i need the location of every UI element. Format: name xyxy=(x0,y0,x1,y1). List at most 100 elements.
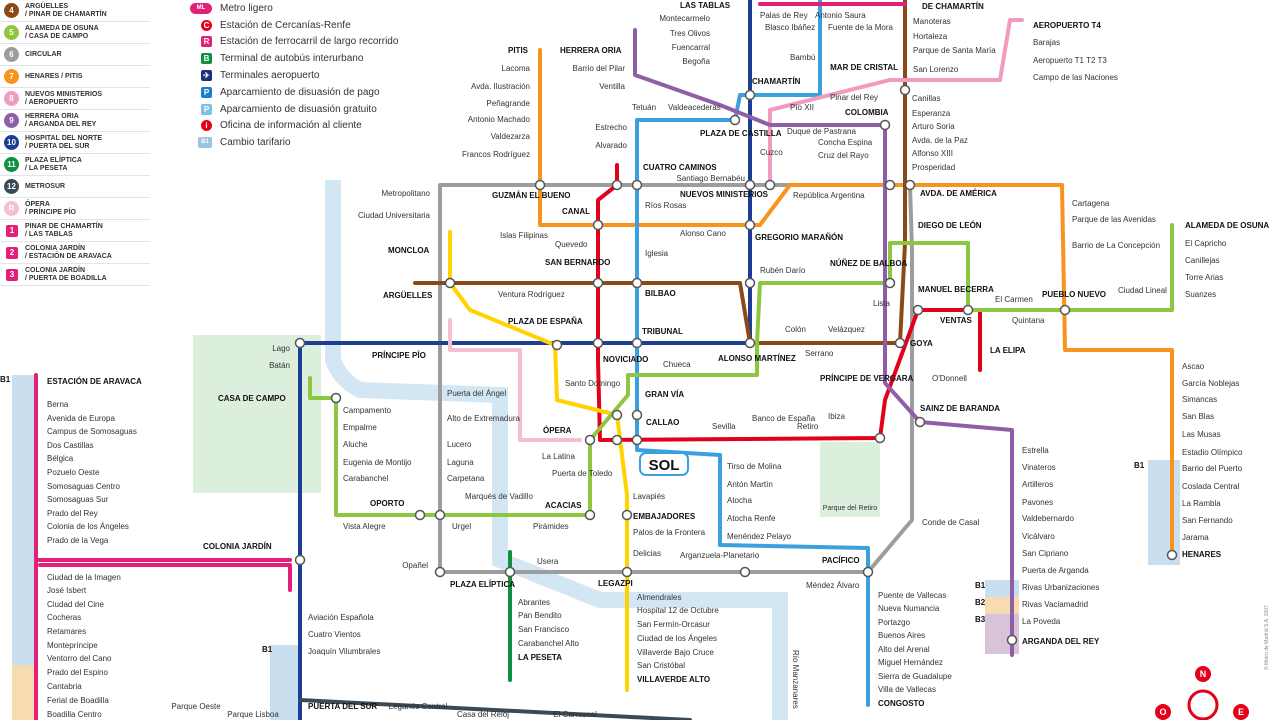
station-label[interactable]: Almendrales xyxy=(637,593,681,602)
station-label[interactable]: DIEGO DE LEÓN xyxy=(918,221,982,230)
station-label[interactable]: Empalme xyxy=(343,423,377,432)
station-label[interactable]: CUATRO CAMINOS xyxy=(643,163,717,172)
station-label[interactable]: Quintana xyxy=(1012,316,1045,325)
station-label[interactable]: Casa del Reloj xyxy=(457,710,509,719)
station-label[interactable]: Tirso de Molina xyxy=(727,462,782,471)
station-marker[interactable] xyxy=(729,114,741,126)
station-label[interactable]: San Cipriano xyxy=(1022,549,1069,558)
station-label[interactable]: ARGÜELLES xyxy=(383,291,433,300)
station-label[interactable]: Chueca xyxy=(663,360,691,369)
station-label[interactable]: Portazgo xyxy=(878,618,911,627)
station-marker[interactable] xyxy=(884,179,896,191)
station-label[interactable]: Iglesia xyxy=(645,249,669,258)
station-marker[interactable] xyxy=(534,179,546,191)
station-label[interactable]: Miguel Hernández xyxy=(878,658,943,667)
station-marker[interactable] xyxy=(874,432,886,444)
station-label[interactable]: San Cristóbal xyxy=(637,661,685,670)
station-label[interactable]: Simancas xyxy=(1182,395,1217,404)
station-label[interactable]: Retiro xyxy=(797,422,819,431)
station-label[interactable]: Fuente de la Mora xyxy=(828,23,893,32)
station-marker[interactable] xyxy=(434,509,446,521)
station-label[interactable]: Begoña xyxy=(682,57,710,66)
station-label[interactable]: Las Musas xyxy=(1182,430,1221,439)
station-label[interactable]: Usera xyxy=(537,557,559,566)
station-marker[interactable] xyxy=(899,84,911,96)
station-label[interactable]: GREGORIO MARAÑÓN xyxy=(755,233,843,242)
station-label[interactable]: Montepríncipe xyxy=(47,641,98,650)
station-label[interactable]: Tres Olivos xyxy=(670,29,710,38)
station-marker[interactable] xyxy=(764,179,776,191)
station-label[interactable]: Conde de Casal xyxy=(922,518,980,527)
station-label[interactable]: Valdezarza xyxy=(491,132,531,141)
station-label[interactable]: Jarama xyxy=(1182,533,1209,542)
station-label[interactable]: Somosaguas Centro xyxy=(47,482,120,491)
station-label[interactable]: Vicálvaro xyxy=(1022,532,1055,541)
station-label[interactable]: Buenos Aires xyxy=(878,631,925,640)
station-label[interactable]: Ferial de Boadilla xyxy=(47,696,109,705)
station-marker[interactable] xyxy=(444,277,456,289)
station-marker[interactable] xyxy=(621,566,633,578)
station-label[interactable]: Fuencarral xyxy=(672,43,710,52)
station-marker[interactable] xyxy=(584,434,596,446)
station-marker[interactable] xyxy=(914,416,926,428)
station-label[interactable]: Quevedo xyxy=(555,240,588,249)
station-marker[interactable] xyxy=(621,509,633,521)
station-label[interactable]: Menéndez Pelayo xyxy=(727,532,792,541)
station-label[interactable]: Palas de Rey xyxy=(760,11,808,20)
station-label[interactable]: Pavones xyxy=(1022,498,1053,507)
station-label[interactable]: Alto de Extremadura xyxy=(447,414,520,423)
station-label[interactable]: Parque Oeste xyxy=(171,702,221,711)
station-label[interactable]: Berna xyxy=(47,400,69,409)
station-marker[interactable] xyxy=(330,392,342,404)
station-label[interactable]: Coslada Central xyxy=(1182,482,1240,491)
station-label[interactable]: HENARES xyxy=(1182,550,1222,559)
station-label[interactable]: Atocha Renfe xyxy=(727,514,776,523)
station-label[interactable]: Estadio Olímpico xyxy=(1182,448,1243,457)
station-label[interactable]: Rivas Vaciamadrid xyxy=(1022,600,1088,609)
station-label[interactable]: Alfonso XIII xyxy=(912,149,953,158)
station-label[interactable]: Cuatro Vientos xyxy=(308,630,361,639)
station-label[interactable]: CALLAO xyxy=(646,418,679,427)
station-label[interactable]: Francos Rodríguez xyxy=(462,150,530,159)
station-label[interactable]: Parque de Santa María xyxy=(913,46,996,55)
station-label[interactable]: Marqués de Vadillo xyxy=(465,492,533,501)
station-label[interactable]: Blasco Ibáñez xyxy=(765,23,815,32)
station-label[interactable]: José Isbert xyxy=(47,586,87,595)
station-label[interactable]: DE CHAMARTÍN xyxy=(922,2,984,11)
station-label[interactable]: Puerta de Arganda xyxy=(1022,566,1089,575)
station-label[interactable]: Vinateros xyxy=(1022,463,1056,472)
station-label[interactable]: PLAZA DE ESPAÑA xyxy=(508,317,583,326)
station-label[interactable]: Alonso Cano xyxy=(680,229,726,238)
station-label[interactable]: PLAZA ELÍPTICA xyxy=(450,580,515,589)
station-label[interactable]: ARGANDA DEL REY xyxy=(1022,637,1100,646)
station-label[interactable]: Cocheras xyxy=(47,613,81,622)
station-label[interactable]: Ciudad de los Ángeles xyxy=(637,634,717,643)
station-marker[interactable] xyxy=(744,89,756,101)
station-label[interactable]: Palos de la Frontera xyxy=(633,528,706,537)
station-label[interactable]: Sierra de Guadalupe xyxy=(878,672,952,681)
station-label[interactable]: GRAN VÍA xyxy=(645,390,684,399)
station-label[interactable]: MONCLOA xyxy=(388,246,430,255)
station-label[interactable]: San Fermín-Orcasur xyxy=(637,620,710,629)
station-label[interactable]: Vista Alegre xyxy=(343,522,386,531)
station-label[interactable]: NUEVOS MINISTERIOS xyxy=(680,190,769,199)
station-marker[interactable] xyxy=(744,337,756,349)
station-marker[interactable] xyxy=(584,509,596,521)
station-marker[interactable] xyxy=(504,566,516,578)
station-label[interactable]: Hortaleza xyxy=(913,32,948,41)
station-label[interactable]: Arturo Soria xyxy=(912,122,955,131)
station-label[interactable]: ESTACIÓN DE ARAVACA xyxy=(47,377,142,386)
station-label[interactable]: Nueva Numancia xyxy=(878,604,940,613)
station-label[interactable]: Alto del Arenal xyxy=(878,645,930,654)
station-label[interactable]: San Francisco xyxy=(518,625,570,634)
station-label[interactable]: ALAMEDA DE OSUNA xyxy=(1185,221,1269,230)
station-label[interactable]: Puerta de Toledo xyxy=(552,469,613,478)
station-label[interactable]: San Blas xyxy=(1182,412,1214,421)
station-label[interactable]: SAINZ DE BARANDA xyxy=(920,404,1000,413)
station-label[interactable]: Somosaguas Sur xyxy=(47,495,109,504)
station-marker[interactable] xyxy=(611,409,623,421)
station-label[interactable]: Joaquín Vilumbrales xyxy=(308,647,380,656)
station-marker[interactable] xyxy=(862,566,874,578)
station-marker[interactable] xyxy=(434,566,446,578)
station-label[interactable]: Parque Lisboa xyxy=(227,710,279,719)
